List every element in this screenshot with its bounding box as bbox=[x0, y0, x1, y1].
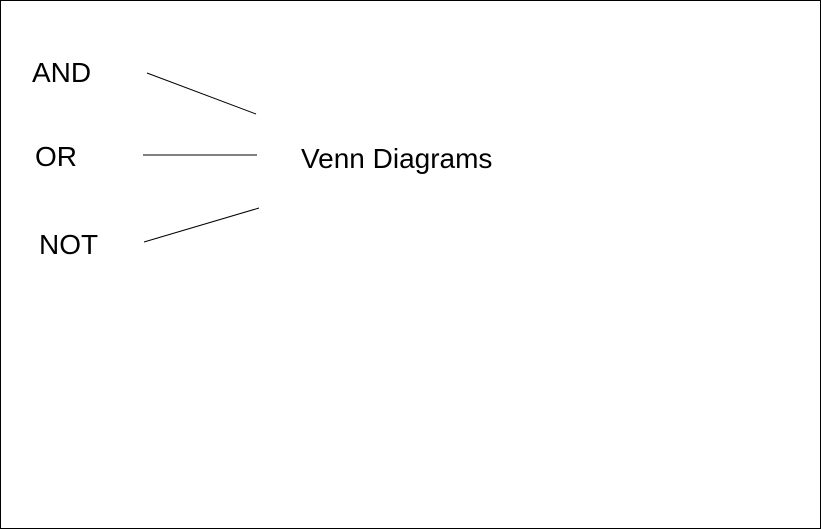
node-or-label: OR bbox=[35, 141, 77, 172]
edge-and-to-venn bbox=[146, 72, 257, 115]
node-not-label: NOT bbox=[39, 229, 99, 260]
edge-not-to-venn bbox=[143, 207, 260, 243]
node-venn-diagrams-label: Venn Diagrams bbox=[301, 143, 493, 174]
node-and-label: AND bbox=[32, 57, 92, 88]
